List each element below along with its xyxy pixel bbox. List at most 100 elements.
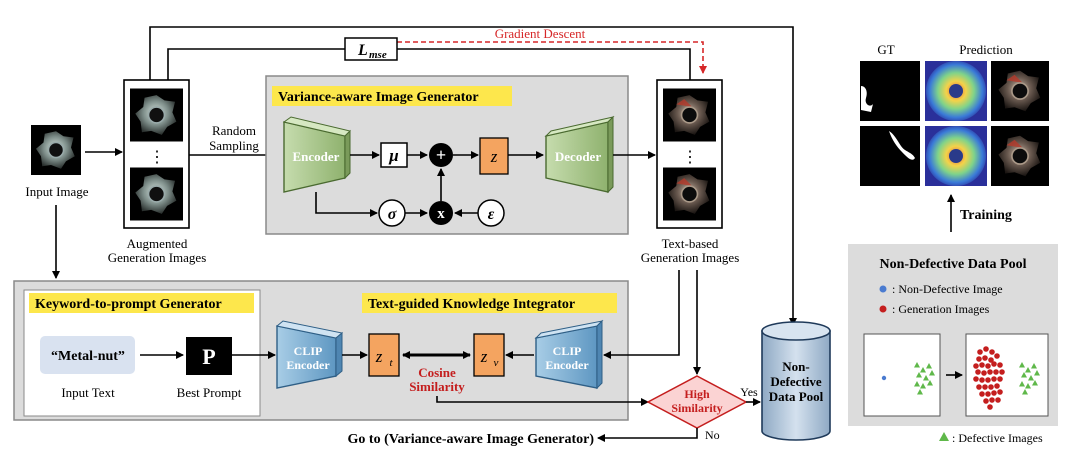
generation-point [997,376,1003,382]
no-arrow [597,428,698,442]
defective-point-before [916,372,922,378]
zt-main: z [375,347,383,366]
generation-point [989,349,995,355]
generation-point [991,376,997,382]
zv-main: z [480,347,488,366]
pool-cyl-line1: Non- [782,359,809,374]
legend-def: : Defective Images [952,431,1043,445]
times-node [429,201,453,225]
nondefective-point [881,375,887,381]
best-prompt-letter: P [202,344,215,369]
clip-image-encoder: CLIP Encoder [534,319,604,390]
metal-nut-text: “Metal-nut” [51,349,125,364]
generation-point [988,384,994,390]
best-prompt-box [186,337,232,375]
decision-line1: High [684,387,710,401]
goto-label: Go to (Variance-aware Image Generator) [348,432,595,447]
sigma-symbol: σ [388,206,397,223]
vae-decoder: Decoder [544,115,615,194]
generation-point [982,355,988,361]
generation-point [976,384,982,390]
high-similarity-decision: High Similarity [646,375,748,429]
text-based-dots: ⋮ [682,149,698,166]
generation-point [991,361,997,367]
legend-gen: : Generation Images [892,302,990,316]
gt-mask-bottom [860,126,920,186]
generation-point [976,356,982,362]
defective-point-after [1022,389,1028,395]
top-connectors [149,26,797,326]
images-to-clip-arrow [603,270,680,359]
defective-point-before [926,363,932,369]
generation-point [985,391,991,397]
prediction-overlay-top [991,61,1049,121]
generation-point [973,376,979,382]
decoder-label: Decoder [555,149,601,164]
generation-point [999,369,1005,375]
times-symbol: x [437,206,445,222]
training-label: Training [960,208,1012,223]
generation-point [997,389,1003,395]
latent-z-symbol: z [490,147,498,166]
defective-point-before [920,367,926,373]
metal-nut-textbox [40,336,135,374]
defective-point-before [929,370,935,376]
pool-cyl-line3: Data Pool [769,389,824,404]
defective-point-after [1025,383,1031,389]
generation-point [993,369,999,375]
clip-image-encoder-line2: Encoder [545,358,589,372]
defective-point-after [1028,375,1034,381]
generation-point [994,353,1000,359]
pool-panel-title: Non-Defective Data Pool [880,257,1027,272]
gt-label: GT [877,42,894,57]
text-based-label-line1: Text-based [662,236,719,251]
pool-cyl-line2: Defective [770,374,821,389]
defective-point-after [1031,363,1037,369]
zt-box [368,333,400,377]
input-image [31,124,81,176]
defective-point-after [1021,372,1027,378]
legend-def-triangle [939,432,949,441]
generation-point [987,404,993,410]
zv-box [473,333,505,377]
epsilon-symbol: ε [488,206,495,223]
vae-encoder: Encoder [282,116,351,193]
cosine-label-line2: Similarity [409,379,465,394]
generation-point [983,398,989,404]
plus-symbol: + [436,145,446,165]
tgki-title: Text-guided Knowledge Integrator [368,297,575,312]
lmse-sub: mse [369,49,387,61]
similarity-to-decision-arrow [436,396,649,406]
gradient-descent-label: Gradient Descent [495,26,586,41]
clip-text-encoder-line1: CLIP [294,344,323,358]
mu-symbol: μ [388,146,398,165]
legend-nondef-dot [879,285,887,293]
prediction-overlay-bottom [991,126,1049,186]
generation-point [983,346,989,352]
defective-point-after [1019,362,1025,368]
defective-point-before [917,389,923,395]
kpg-title: Keyword-to-prompt Generator [35,297,222,312]
defective-point-before [914,381,920,387]
generation-point [981,370,987,376]
clip-text-encoder-line2: Encoder [286,358,330,372]
defective-point-before [927,380,933,386]
vaig-title: Variance-aware Image Generator [278,90,479,105]
defective-point-after [1025,367,1031,373]
legend-nondef: : Non-Defective Image [892,282,1003,296]
data-pool-cylinder: Non- Defective Data Pool [761,321,831,441]
zt-sub: t [389,357,393,369]
lmse-box: L mse [344,37,398,61]
generation-point [979,391,985,397]
generation-point [987,369,993,375]
pool-panel: Non-Defective Data Pool : Non-Defective … [848,244,1058,426]
input-text-label: Input Text [61,385,115,400]
defective-point-before [914,362,920,368]
encoder-label: Encoder [293,149,340,164]
plus-node [429,143,453,167]
lmse-main: L [357,42,368,59]
input-image-label: Input Image [25,184,88,199]
latent-z-box [479,137,509,175]
no-label: No [705,428,720,442]
